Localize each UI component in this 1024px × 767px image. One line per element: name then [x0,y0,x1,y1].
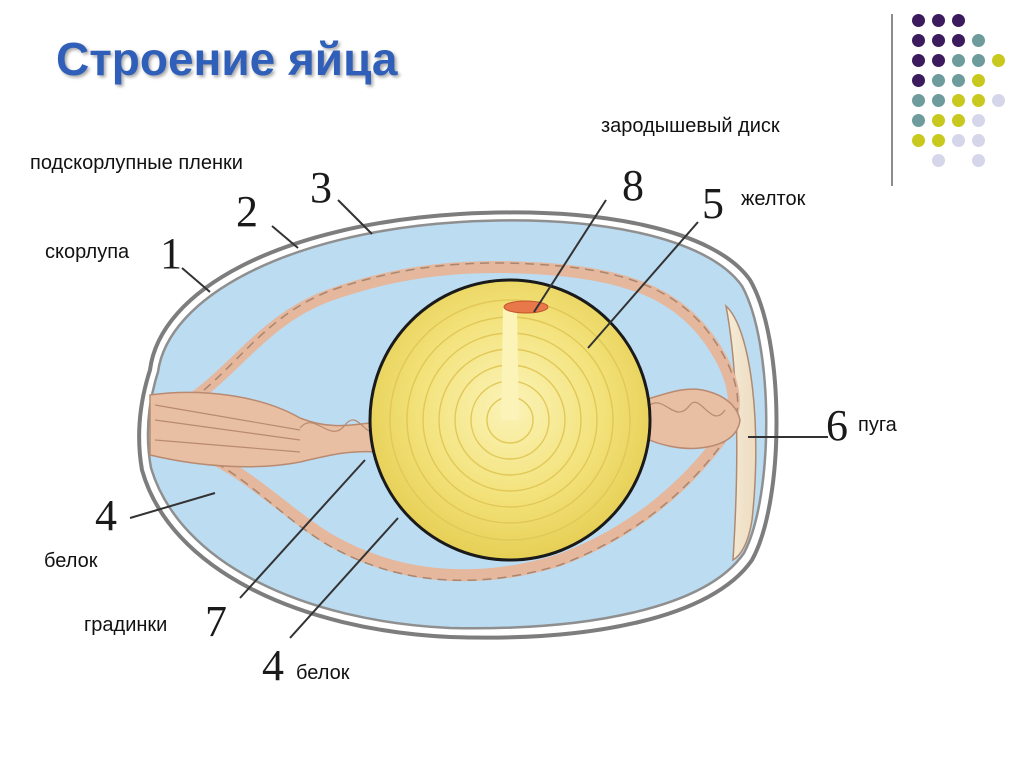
label-albumen-bottom: белок [296,662,350,684]
dot [932,54,945,67]
dot [952,114,965,127]
label-air-sac: пуга [858,414,897,436]
chalaza-left-strands [154,404,379,453]
number-2: 2 [236,187,258,236]
number-4-left: 4 [95,491,117,540]
dot [932,14,945,27]
dot [952,14,965,27]
dot [932,134,945,147]
chalaza-right [644,388,741,450]
label-yolk: желток [741,188,806,210]
dot [912,74,925,87]
dot [972,134,985,147]
dot [912,14,925,27]
dot [992,94,1005,107]
number-5: 5 [702,179,724,228]
label-germinal-disc: зародышевый диск [601,115,780,137]
slide-title: Строение яйца [56,33,398,85]
dense-albumen-dashed [179,262,739,581]
dot [972,34,985,47]
latebra [501,308,519,420]
dot [952,54,965,67]
divider-line [891,14,893,186]
number-3: 3 [310,163,332,212]
leader-lines [129,199,828,639]
chalaza-right-strands [649,401,726,417]
yolk-rings [389,299,631,541]
dot [912,54,925,67]
dot [972,114,985,127]
dot [932,94,945,107]
dot [972,74,985,87]
germinal-disc [503,300,549,314]
dot [912,134,925,147]
dot [972,94,985,107]
dot [952,74,965,87]
dot [932,34,945,47]
number-7: 7 [205,597,227,646]
number-6: 6 [826,401,848,450]
label-chalazae: градинки [84,614,168,636]
number-8: 8 [622,161,644,210]
dot [952,94,965,107]
dot [912,114,925,127]
number-4-bottom: 4 [262,641,284,690]
dot [972,54,985,67]
dot [932,114,945,127]
dot [992,54,1005,67]
label-albumen-left: белок [44,550,98,572]
dot [952,134,965,147]
dot [932,74,945,87]
dot [932,154,945,167]
dot [972,154,985,167]
dot [952,34,965,47]
dot [912,34,925,47]
label-shell: скорлупа [45,241,130,263]
dot [912,94,925,107]
label-subshell-membranes: подскорлупные пленки [30,152,243,174]
number-1: 1 [160,229,182,278]
